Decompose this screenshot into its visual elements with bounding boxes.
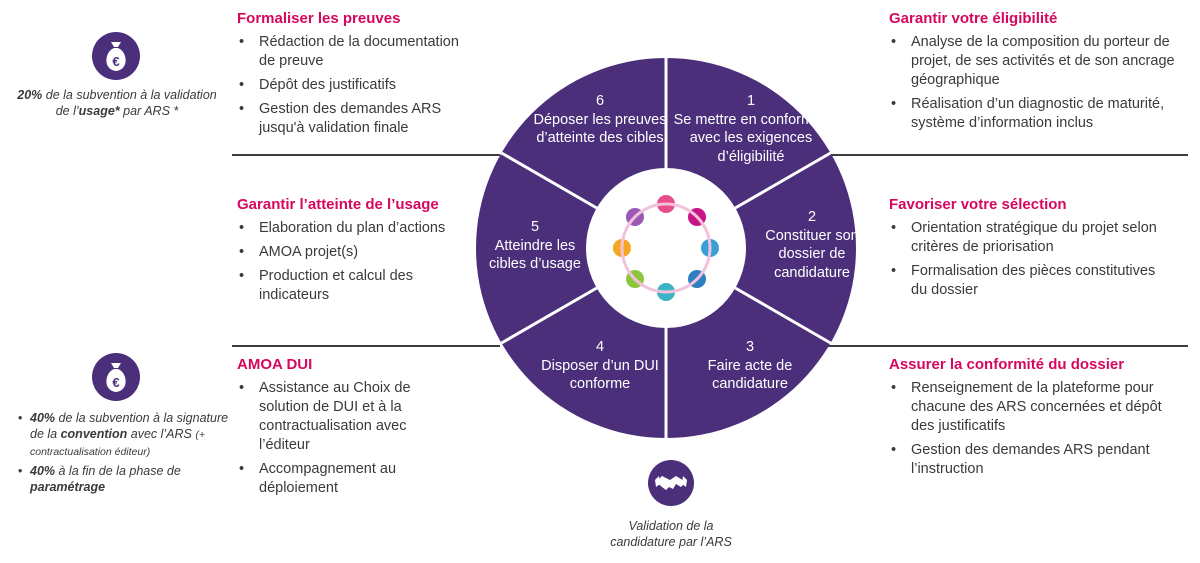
- note-emphasis: usage*: [78, 104, 120, 118]
- segment-label: Disposer d’un DUI conforme: [541, 357, 659, 393]
- wheel-center: [586, 168, 746, 328]
- list-item: 40% de la subvention à la signature de l…: [18, 410, 230, 460]
- block-formaliser-preuves: Formaliser les preuves Rédaction de la d…: [237, 10, 477, 143]
- segment-number: 4: [595, 339, 605, 355]
- block-title: Garantir votre éligibilité: [889, 10, 1058, 27]
- money-bag-euro-icon: €: [92, 353, 140, 401]
- list-item: Formalisation des pièces constitutives d…: [889, 262, 1169, 300]
- list-item: Dépôt des justificatifs: [237, 76, 477, 95]
- note-percent: 40%: [30, 411, 56, 425]
- note-text: de la subvention à la validation de l’: [42, 88, 217, 118]
- segment-label: Constituer son dossier de candidature: [765, 227, 859, 281]
- list-item: Accompagnement au déploiement: [237, 460, 447, 498]
- segment-number: 3: [745, 339, 755, 355]
- divider-right-bottom: [822, 345, 1188, 347]
- subsidy-note-bottom: 40% de la subvention à la signature de l…: [18, 410, 230, 498]
- segment-label: Se mettre en conformité avec les exigenc…: [673, 111, 829, 165]
- list-item: Renseignement de la plateforme pour chac…: [889, 379, 1169, 436]
- note-small: (+ contractualisation éditeur): [30, 429, 205, 458]
- list-item: Production et calcul des indicateurs: [237, 267, 477, 305]
- list-item: AMOA projet(s): [237, 243, 477, 262]
- segment-number: 6: [595, 93, 605, 109]
- block-title: Formaliser les preuves: [237, 10, 401, 27]
- process-wheel: [476, 58, 856, 438]
- list-item: Orientation stratégique du projet selon …: [889, 219, 1169, 257]
- segment-2: 2 Constituer son dossier de candidature: [752, 208, 872, 282]
- divider-left-bottom: [232, 345, 500, 347]
- segment-label: Atteindre les cibles d’usage: [489, 237, 581, 273]
- segment-5: 5 Atteindre les cibles d’usage: [478, 218, 592, 274]
- block-amoa-dui: AMOA DUI Assistance au Choix de solution…: [237, 356, 447, 503]
- divider-right-top: [822, 154, 1188, 156]
- list-item: Réalisation d’un diagnostic de maturité,…: [889, 95, 1194, 133]
- block-selection: Favoriser votre sélection Orientation st…: [889, 196, 1169, 305]
- list-item: Assistance au Choix de solution de DUI e…: [237, 379, 447, 455]
- list-item: Analyse de la composition du porteur de …: [889, 33, 1194, 90]
- list-item: Elaboration du plan d’actions: [237, 219, 477, 238]
- segment-label: Déposer les preuves d’atteinte des cible…: [533, 111, 667, 147]
- block-atteinte-usage: Garantir l’atteinte de l’usage Elaborati…: [237, 196, 477, 310]
- note-text: par ARS *: [119, 104, 179, 118]
- svg-text:€: €: [112, 54, 119, 69]
- block-title: Garantir l’atteinte de l’usage: [237, 196, 439, 213]
- note-percent: 40%: [30, 464, 56, 478]
- block-title: AMOA DUI: [237, 356, 313, 373]
- block-title: Favoriser votre sélection: [889, 196, 1067, 213]
- note-text: de la subvention à la signature de la: [30, 411, 229, 441]
- segment-3: 3 Faire acte de candidature: [690, 338, 810, 394]
- note-emphasis: convention: [60, 427, 128, 441]
- list-item: Gestion des demandes ARS pendant l’instr…: [889, 441, 1169, 479]
- list-item: Gestion des demandes ARS jusqu'à validat…: [237, 100, 477, 138]
- segment-number: 1: [746, 93, 756, 109]
- list-item: Rédaction de la documentation de preuve: [237, 33, 477, 71]
- handshake-icon: [648, 460, 694, 506]
- divider-left-top: [232, 154, 500, 156]
- segment-1: 1 Se mettre en conformité avec les exige…: [672, 92, 830, 166]
- segment-4: 4 Disposer d’un DUI conforme: [540, 338, 660, 394]
- note-emphasis: paramétrage: [30, 480, 106, 494]
- note-text: à la fin de la phase de: [55, 464, 181, 478]
- svg-text:€: €: [112, 375, 119, 390]
- note-text: avec l’ARS: [127, 427, 196, 441]
- wheel-separators: [500, 58, 832, 438]
- validation-note: Validation de la candidature par l’ARS: [610, 519, 732, 549]
- block-conformite: Assurer la conformité du dossier Renseig…: [889, 356, 1169, 484]
- segment-label: Faire acte de candidature: [707, 357, 793, 393]
- segment-number: 2: [807, 209, 817, 225]
- block-title: Assurer la conformité du dossier: [889, 356, 1125, 373]
- people-circle-logo: [613, 195, 719, 301]
- block-eligibilite: Garantir votre éligibilité Analyse de la…: [889, 10, 1194, 138]
- segment-6: 6 Déposer les preuves d’atteinte des cib…: [525, 92, 675, 148]
- note-percent: 20%: [17, 88, 43, 102]
- money-bag-euro-icon: €: [92, 32, 140, 80]
- list-item: 40% à la fin de la phase de paramétrage: [18, 463, 230, 495]
- subsidy-note-top: 20% de la subvention à la validation de …: [14, 87, 220, 119]
- segment-number: 5: [530, 219, 540, 235]
